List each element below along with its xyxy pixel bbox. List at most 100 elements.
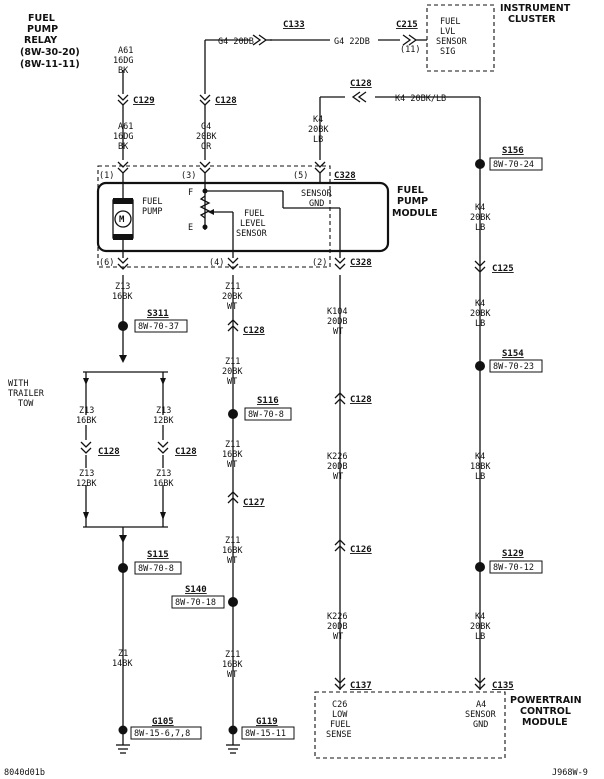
cluster-sensor: SENSOR (436, 37, 468, 47)
pump-label-2: PUMP (142, 207, 162, 217)
wire-k4-l: LB (475, 472, 485, 482)
pcm-label-2: CONTROL (520, 706, 571, 717)
wire-z1-2: 14BK (112, 659, 133, 669)
pcm-label-1: POWERTRAIN (510, 695, 582, 706)
pcm-c26-1: C26 (332, 700, 347, 710)
wire-z1-1: Z1 (118, 649, 128, 659)
trailer-label-2: TRAILER (8, 389, 45, 399)
cluster-fuel: FUEL (440, 17, 460, 27)
module-label-1: FUEL (397, 185, 424, 196)
wire-k4-c: LB (313, 135, 323, 145)
wire-k4-d: K4 (475, 203, 485, 213)
cluster-label-2: CLUSTER (508, 14, 556, 25)
wire-a61-6: BK (118, 142, 129, 152)
pcm-a4-2: SENSOR (465, 710, 497, 720)
relay-label-2: PUMP (27, 24, 58, 35)
pin-5: (5) (293, 171, 308, 181)
splice-s154-ref: 8W-70-23 (493, 362, 534, 372)
level-label-2: LEVEL (240, 219, 266, 229)
relay-label-3: RELAY (24, 35, 57, 46)
wire-g4-1: G4 (201, 122, 211, 132)
wire-k4-a: K4 (313, 115, 323, 125)
footer-left: 8040d01b (4, 768, 45, 778)
splice-s156-ref: 8W-70-24 (493, 160, 534, 170)
splice-s156: S156 (502, 146, 524, 156)
pcm-c26-2: LOW (332, 710, 348, 720)
wire-z13-6: 12BK (153, 416, 174, 426)
wire-g4-2: 20BK (196, 132, 217, 142)
connector-c215: C215 (396, 20, 418, 30)
wire-z11-8: 16BK (222, 450, 243, 460)
pin-6: (6) (99, 258, 114, 268)
wire-k226-2: 20DB (327, 462, 347, 472)
wire-k104-2: 20DB (327, 317, 347, 327)
wire-z11-13: Z11 (225, 650, 240, 660)
wire-k226-3: WT (333, 472, 343, 482)
splice-s115: S115 (147, 550, 169, 560)
connector-c137: C137 (350, 681, 372, 691)
cluster-label-1: INSTRUMENT (500, 3, 571, 14)
wire-k4-j: K4 (475, 452, 485, 462)
splice-s311: S311 (147, 309, 169, 319)
pin-4: (4) (209, 258, 224, 268)
relay-label-1: FUEL (28, 13, 55, 24)
connector-c328-bottom: C328 (350, 258, 372, 268)
level-label-1: FUEL (244, 209, 264, 219)
wire-g4-top: G4 20DB (218, 37, 254, 47)
pin-3: (3) (181, 171, 196, 181)
connector-c128-k4: C128 (350, 79, 372, 89)
wire-k4-e: 20BK (470, 213, 491, 223)
wire-z13-4: 16BK (76, 416, 97, 426)
wire-z11-4: Z11 (225, 357, 240, 367)
wire-k226-5: 20DB (327, 622, 347, 632)
wire-z11-10: Z11 (225, 536, 240, 546)
wire-k4-b: 20BK (308, 125, 329, 135)
splice-s311-ref: 8W-70-37 (138, 322, 179, 332)
splice-s129: S129 (502, 549, 524, 559)
sensor-e: E (188, 223, 193, 233)
wire-a61-2: 16DG (113, 56, 133, 66)
wire-z13-7: Z13 (79, 469, 94, 479)
ground-g119: G119 (256, 717, 278, 727)
wire-z13-8: 12BK (76, 479, 97, 489)
connector-c128-z11: C128 (243, 326, 265, 336)
wire-z11-11: 16BK (222, 546, 243, 556)
wire-a61-1: A61 (118, 46, 133, 56)
footer-right: J968W-9 (552, 768, 588, 778)
wire-k4-h: 20BK (470, 309, 491, 319)
wire-k104-3: WT (333, 327, 343, 337)
cluster-pin: (11) (400, 45, 420, 55)
pcm-c26-3: FUEL (330, 720, 350, 730)
wire-k4-o: LB (475, 632, 485, 642)
wire-z11-12: WT (227, 556, 237, 566)
wire-k4-n: 20BK (470, 622, 491, 632)
wire-k4-i: LB (475, 319, 485, 329)
wire-z13-3: Z13 (79, 406, 94, 416)
gnd-label-2: GND (309, 199, 324, 209)
ground-g119-ref: 8W-15-11 (245, 729, 286, 739)
trailer-label-3: TOW (18, 399, 34, 409)
ground-g105: G105 (152, 717, 174, 727)
trailer-label-1: WITH (8, 379, 28, 389)
connector-c328-top: C328 (334, 171, 356, 181)
connector-c127: C127 (243, 498, 265, 508)
ground-g105-ref: 8W-15-6,7,8 (134, 729, 190, 739)
wire-z13-1: Z13 (115, 282, 130, 292)
wire-g4-top-2: G4 22DB (334, 37, 370, 47)
splice-s140-ref: 8W-70-18 (175, 598, 216, 608)
relay-ref-1: (8W-30-20) (20, 47, 80, 58)
pin-1: (1) (99, 171, 114, 181)
connector-c129: C129 (133, 96, 155, 106)
relay-ref-2: (8W-11-11) (20, 59, 80, 70)
connector-c126: C126 (350, 545, 372, 555)
connector-c128-right: C128 (175, 447, 197, 457)
wire-z11-3: WT (227, 302, 237, 312)
pcm-c26-4: SENSE (326, 730, 352, 740)
splice-s116-ref: 8W-70-8 (248, 410, 284, 420)
module-label-3: MODULE (392, 208, 438, 219)
sensor-f: F (188, 188, 193, 198)
splice-s116: S116 (257, 396, 279, 406)
wire-k226-6: WT (333, 632, 343, 642)
pcm-a4-1: A4 (476, 700, 486, 710)
